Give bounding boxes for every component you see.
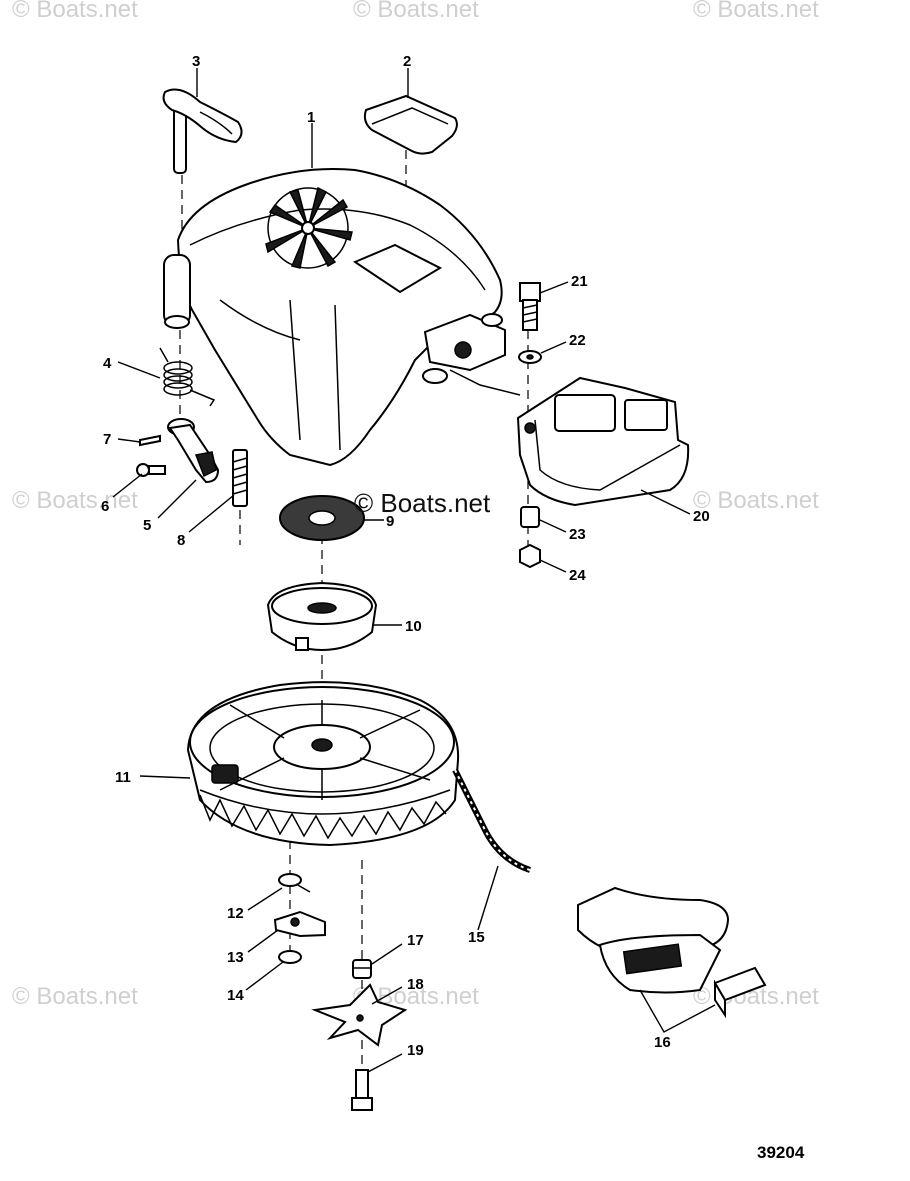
callout-3: 3 — [192, 53, 200, 70]
callout-9: 9 — [386, 513, 394, 530]
callout-11: 11 — [115, 769, 131, 786]
callout-22: 22 — [569, 332, 586, 349]
callout-13: 13 — [227, 949, 244, 966]
bolt-part-21 — [519, 282, 541, 331]
vent-grille — [265, 186, 353, 269]
callout-16: 16 — [654, 1034, 671, 1051]
nut-part-17 — [352, 959, 372, 979]
crank-handle-part-3 — [162, 88, 243, 174]
rope-part-15 — [452, 768, 532, 873]
callout-21: 21 — [571, 273, 588, 290]
callout-20: 20 — [693, 508, 710, 525]
handle-part-16 — [577, 886, 767, 1019]
star-plate-part-18 — [311, 983, 408, 1047]
cup-part-10 — [266, 581, 378, 652]
callout-17: 17 — [407, 932, 424, 949]
callout-8: 8 — [177, 532, 185, 549]
screw-part-6 — [136, 463, 166, 477]
pawl-part-13 — [273, 910, 326, 938]
watermark-top-left: © Boats.net — [12, 0, 138, 23]
pulley-part-11 — [186, 681, 460, 847]
watermark-mid-left: © Boats.net — [12, 487, 138, 514]
callout-10: 10 — [405, 618, 422, 635]
lever-part-5 — [167, 418, 220, 484]
callout-18: 18 — [407, 976, 424, 993]
watermark-bottom-left: © Boats.net — [12, 983, 138, 1010]
watermark-mid-right: © Boats.net — [693, 487, 819, 514]
callout-1: 1 — [307, 109, 315, 126]
spacer-part-23 — [520, 506, 540, 528]
leader-lines — [112, 68, 716, 1073]
bolt-part-19 — [351, 1069, 373, 1111]
callout-19: 19 — [407, 1042, 424, 1059]
callout-labels: 1 2 3 4 5 6 7 8 9 10 11 12 13 14 15 16 1… — [101, 53, 710, 1059]
bracket-part-20 — [516, 376, 690, 507]
callout-4: 4 — [103, 355, 112, 372]
watermark-top-right: © Boats.net — [693, 0, 819, 23]
watermark-top-center: © Boats.net — [353, 0, 479, 23]
callout-24: 24 — [569, 567, 586, 584]
center-watermark: © Boats.net — [354, 488, 491, 518]
bolt-part-8 — [232, 449, 248, 507]
callout-2: 2 — [403, 53, 411, 70]
callout-14: 14 — [227, 987, 244, 1004]
cover-pad-part-2 — [363, 94, 458, 155]
clip-part-12 — [278, 873, 311, 893]
callout-5: 5 — [143, 517, 151, 534]
washer-part-22 — [518, 350, 542, 364]
starter-housing-part-1 — [163, 168, 521, 467]
callout-23: 23 — [569, 526, 586, 543]
callout-15: 15 — [468, 929, 485, 946]
nut-part-24 — [519, 543, 541, 569]
spring-part-4 — [159, 347, 216, 407]
disk-part-9 — [279, 495, 365, 541]
pin-part-7 — [139, 434, 161, 447]
washer-part-14 — [278, 950, 302, 964]
callout-12: 12 — [227, 905, 244, 922]
figure-number: 39204 — [757, 1143, 805, 1162]
callout-6: 6 — [101, 498, 109, 515]
callout-7: 7 — [103, 431, 111, 448]
